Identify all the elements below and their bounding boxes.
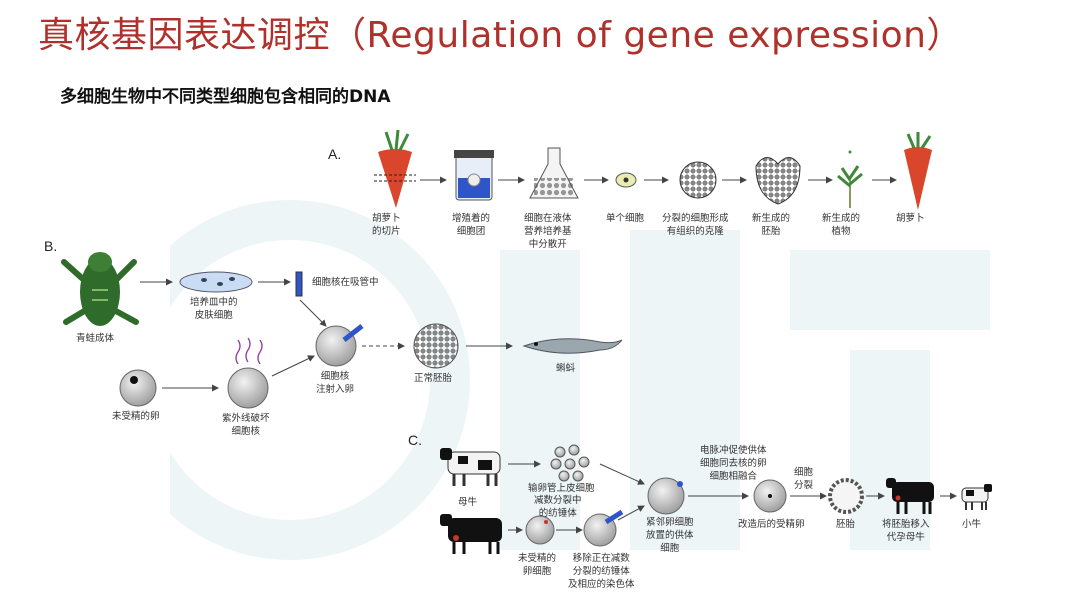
frog-illustration [61, 252, 139, 326]
egg-cell-label: 未受精的 卵细胞 [518, 553, 557, 577]
panel-b-label: B. [44, 238, 58, 254]
egg-cell [119, 369, 157, 407]
pipette-illustration [295, 271, 303, 297]
carrot-slice-illustration [374, 129, 416, 208]
donor-cell-label: 紧邻卵细胞 放置的供体 细胞 [646, 517, 694, 554]
culture-flask [529, 147, 579, 199]
embryo-c-label: 胚胎 [836, 519, 856, 530]
cow-bottom-illustration [440, 514, 502, 554]
panel-a-step-label: 新生成的 植物 [822, 213, 861, 237]
tadpole-illustration [522, 338, 623, 354]
plantlet-illustration [837, 150, 863, 208]
calf-label: 小牛 [962, 519, 982, 530]
embryo-b-label: 正常胚胎 [414, 373, 453, 384]
normal-embryo [413, 323, 459, 369]
inject-label: 细胞核 注射入卵 [316, 371, 355, 395]
panel-c-label: C. [408, 432, 422, 448]
surrogate-cow-illustration [886, 478, 934, 514]
tadpole-label: 蝌蚪 [556, 363, 576, 374]
cell-mass-jar [454, 150, 494, 201]
panel-a-label: A. [328, 146, 342, 162]
calf-illustration [961, 484, 992, 510]
panel-a-step-label: 新生成的 胚胎 [752, 213, 791, 237]
uv-egg-cell [227, 367, 269, 409]
panel-a-step-label: 增殖着的 细胞团 [452, 213, 491, 237]
panel-a-step-label: 细胞在液体 营养培养基 中分散开 [524, 213, 572, 250]
dish-label: 培养皿中的 皮肤细胞 [190, 297, 238, 321]
panel-a-step-label: 胡萝卜 的切片 [372, 213, 401, 237]
uv-label: 紫外线破坏 细胞核 [222, 413, 270, 437]
cell-clone [679, 161, 717, 199]
oocyte [525, 515, 555, 545]
pipette-label: 细胞核在吸管中 [312, 277, 379, 288]
spindle-label: 减数分裂中 的纺锤体 [534, 495, 582, 519]
embryo-illustration [755, 157, 801, 205]
egg-label: 未受精的卵 [112, 411, 160, 422]
modified-zygote-label: 改造后的受精卵 [738, 519, 805, 530]
transfer-label: 将胚胎移入 代孕母牛 [882, 519, 930, 543]
panel-a-step-label: 胡萝卜 [896, 213, 925, 224]
slide-subtitle: 多细胞生物中不同类型细胞包含相同的DNA [60, 87, 391, 107]
donor-cell-egg [647, 477, 685, 515]
panel-a-step-label: 分裂的细胞形成 有组织的克隆 [662, 213, 729, 237]
frog-label: 青蛙成体 [76, 333, 115, 344]
culture-dish [179, 271, 253, 293]
uv-rays-icon [235, 337, 263, 365]
remove-spindle-label: 移除正在减数 分裂的纺锤体 及相应的染色体 [568, 553, 635, 590]
division-label: 细胞 分裂 [794, 467, 814, 491]
fusion-label: 电脉冲促使供体 细胞同去核的卵 细胞相融合 [700, 445, 767, 482]
mother-cow-label: 母牛 [458, 497, 478, 508]
panel-a-step-label: 单个细胞 [606, 213, 645, 224]
slide-title: 真核基因表达调控（Regulation of gene expression） [38, 15, 963, 56]
embryo-blastocyst [828, 478, 864, 514]
injected-egg [315, 325, 357, 367]
oviduct-cells [550, 444, 590, 482]
cow-top-illustration [440, 448, 501, 486]
carrot-final-illustration [904, 132, 932, 210]
epithelial-label: 输卵管上皮细胞 [528, 483, 595, 494]
